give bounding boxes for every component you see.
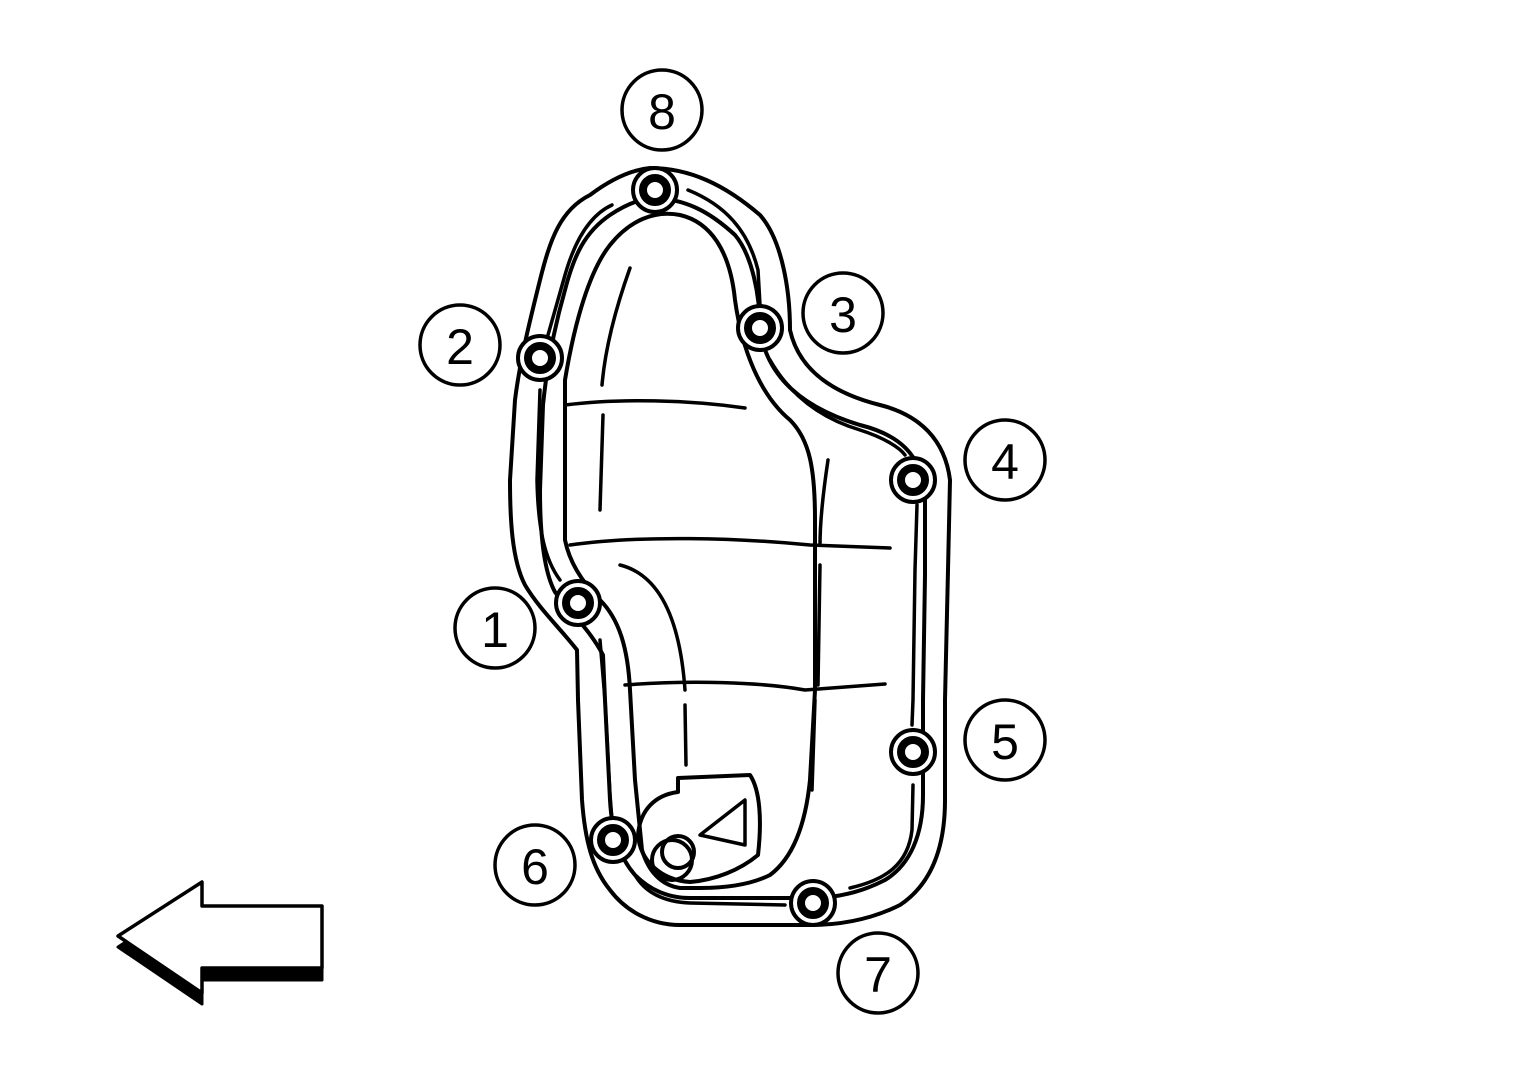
bolt-5 (889, 728, 937, 776)
callout-label-5: 5 (991, 714, 1019, 770)
callout-7: 7 (836, 931, 920, 1015)
callout-label-1: 1 (481, 602, 509, 658)
callout-label-8: 8 (648, 84, 676, 140)
callout-4: 4 (963, 418, 1047, 502)
callout-2: 2 (418, 303, 502, 387)
left-arrow-icon (116, 880, 324, 1006)
callout-8: 8 (620, 68, 704, 152)
callout-label-6: 6 (521, 839, 549, 895)
callout-3: 3 (801, 271, 885, 355)
bolt-8 (631, 166, 679, 214)
bolt-2 (516, 334, 564, 382)
callout-label-2: 2 (446, 319, 474, 375)
callout-label-3: 3 (829, 287, 857, 343)
callout-5: 5 (963, 698, 1047, 782)
bolt-1 (554, 579, 602, 627)
bolt-6 (589, 816, 637, 864)
callouts: 8 2 3 4 1 5 6 7 (418, 68, 1047, 1015)
bolt-3 (736, 304, 784, 352)
bolt-7 (789, 879, 837, 927)
cover-body (508, 166, 952, 927)
bolts (516, 166, 937, 927)
callout-6: 6 (493, 823, 577, 907)
callout-label-4: 4 (991, 434, 1019, 490)
callout-1: 1 (453, 586, 537, 670)
bolt-4 (889, 456, 937, 504)
callout-label-7: 7 (864, 947, 892, 1003)
